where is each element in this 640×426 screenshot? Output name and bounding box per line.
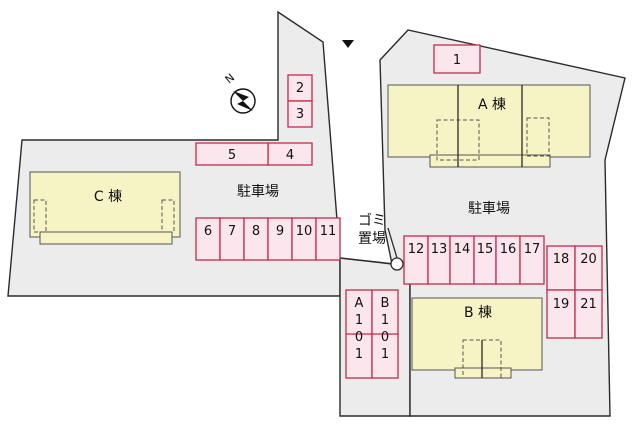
stall-number: 21: [580, 297, 597, 312]
stall-number: 14: [454, 242, 471, 257]
bike-stall-char: 1: [355, 313, 363, 328]
parking-stall-7: 7: [219, 217, 245, 261]
parking-stall-12: 12: [403, 235, 429, 285]
parking-stall-17: 17: [519, 235, 545, 285]
bike-stall-a: A 1 0 1: [345, 289, 373, 379]
parking-stall-2: 2: [287, 74, 313, 102]
parking-stall-19: 19: [546, 289, 576, 339]
building-b-label: B 棟: [464, 305, 492, 321]
entrance-triangle-icon: [342, 40, 354, 48]
parking-stall-14: 14: [449, 235, 475, 285]
garbage-label-line2: 置場: [358, 231, 386, 247]
bike-stall-b: B 1 0 1: [371, 289, 399, 379]
parking-stall-6: 6: [195, 217, 221, 261]
stall-number: 18: [553, 252, 570, 267]
garbage-area: ゴミ 置場: [358, 212, 404, 271]
building-a-label: A 棟: [478, 97, 506, 113]
parking-stall-8: 8: [243, 217, 269, 261]
stall-number: 6: [204, 224, 212, 239]
north-arrow-icon: N: [223, 71, 256, 114]
bike-stall-char: B: [381, 296, 390, 311]
parking-stall-1: 1: [433, 44, 481, 74]
stall-number: 7: [228, 224, 236, 239]
lot-divider-line: [339, 257, 396, 265]
stall-number: 12: [408, 242, 425, 257]
stall-number: 15: [477, 242, 494, 257]
stall-number: 5: [228, 148, 236, 163]
stall-number: 9: [276, 224, 284, 239]
stall-number: 1: [453, 53, 461, 68]
building-c-label: C 棟: [94, 189, 122, 205]
parking-stall-11: 11: [315, 217, 341, 261]
parking-stall-10: 10: [291, 217, 317, 261]
stall-number: 19: [553, 297, 570, 312]
parking-stall-5: 5: [195, 142, 269, 166]
building-c: C 棟: [29, 171, 181, 245]
garbage-pointer: [387, 227, 398, 259]
parking-stall-9: 9: [267, 217, 293, 261]
parking-stall-4: 4: [267, 142, 313, 166]
garbage-marker-icon: [390, 257, 404, 271]
bike-stall-char: 1: [381, 347, 389, 362]
bike-stall-char: 0: [381, 330, 389, 345]
stall-number: 17: [524, 242, 541, 257]
stall-number: 8: [252, 224, 260, 239]
parking-stall-3: 3: [287, 100, 313, 128]
parking-stall-18: 18: [546, 245, 576, 291]
stall-number: 10: [296, 224, 313, 239]
north-label: N: [223, 71, 238, 86]
building-a: A 棟: [387, 84, 591, 168]
bike-stall-char: A: [355, 296, 364, 311]
bike-stall-char: 1: [355, 347, 363, 362]
parking-stall-21: 21: [574, 289, 603, 339]
bike-stall-char: 0: [355, 330, 363, 345]
stall-number: 16: [500, 242, 517, 257]
stall-number: 2: [296, 81, 304, 96]
stall-number: 3: [296, 107, 304, 122]
parking-stall-16: 16: [495, 235, 521, 285]
stall-number: 11: [320, 224, 337, 239]
building-b: B 棟: [411, 297, 543, 379]
stall-number: 4: [286, 148, 294, 163]
garbage-label-line1: ゴミ: [358, 212, 386, 229]
parking-label-east: 駐車場: [468, 200, 510, 217]
stall-number: 13: [431, 242, 448, 257]
stall-number: 20: [580, 252, 597, 267]
bike-stall-char: 1: [381, 313, 389, 328]
parking-stall-13: 13: [427, 235, 451, 285]
parking-stall-20: 20: [574, 245, 603, 291]
bike-stalls: A 1 0 1 B 1 0 1: [345, 289, 399, 379]
parking-stall-15: 15: [473, 235, 497, 285]
parking-label-west: 駐車場: [237, 183, 279, 200]
